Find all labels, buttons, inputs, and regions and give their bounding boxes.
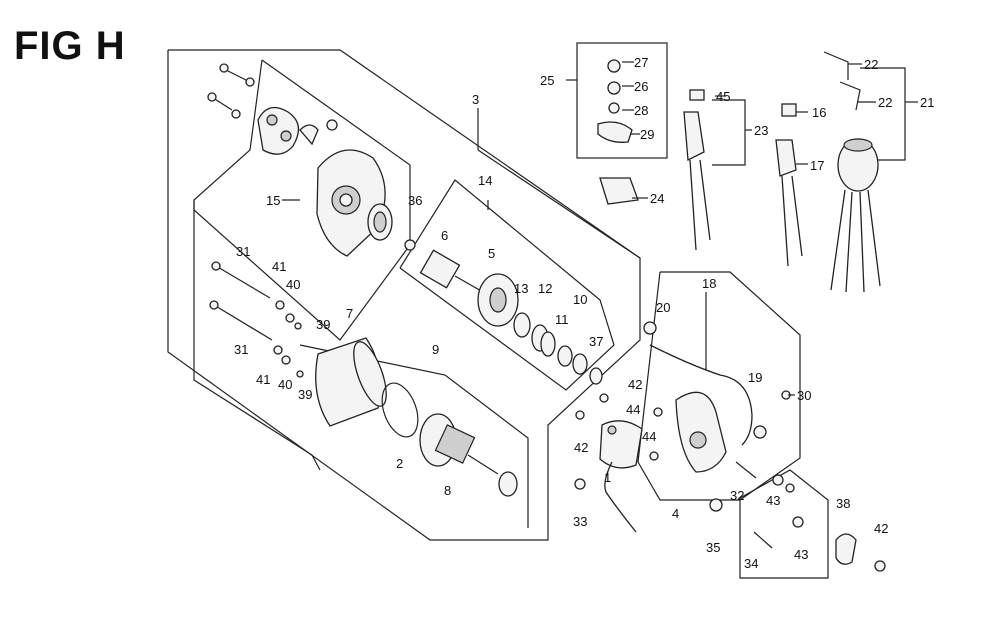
callout-38: 38 <box>836 496 850 511</box>
bolts-outline <box>739 469 829 579</box>
callout-5: 5 <box>488 246 495 261</box>
callout-28: 28 <box>634 103 648 118</box>
callout-4: 4 <box>672 506 679 521</box>
callout-31a: 31 <box>236 244 250 259</box>
callout-labels: 1 2 3 4 5 6 7 8 9 10 11 12 13 14 15 16 1… <box>234 55 934 571</box>
callout-20: 20 <box>656 300 670 315</box>
end-cover-screws <box>207 63 255 119</box>
callout-21: 21 <box>920 95 934 110</box>
solenoid-outline <box>637 271 801 501</box>
leader-lines <box>282 61 918 396</box>
callout-40a: 40 <box>286 277 300 292</box>
callout-12: 12 <box>538 281 552 296</box>
bracket-21 <box>860 67 906 161</box>
callout-18: 18 <box>702 276 716 291</box>
mount-bolts <box>735 461 804 549</box>
cover-38 <box>835 533 857 565</box>
callout-7: 7 <box>346 306 353 321</box>
callout-27: 27 <box>634 55 648 70</box>
callout-36: 36 <box>408 193 422 208</box>
callout-45: 45 <box>716 89 730 104</box>
callout-42a: 42 <box>628 377 642 392</box>
group-outlines <box>167 42 906 579</box>
harness-23 <box>683 89 711 251</box>
bolt-42 <box>874 560 886 572</box>
end-cover-outline <box>193 59 411 341</box>
callout-39b: 39 <box>298 387 312 402</box>
callout-44a: 44 <box>626 402 640 417</box>
callout-15: 15 <box>266 193 280 208</box>
callout-37: 37 <box>589 334 603 349</box>
callout-8: 8 <box>444 483 451 498</box>
callout-30: 30 <box>797 388 811 403</box>
callout-33: 33 <box>573 514 587 529</box>
callout-17: 17 <box>810 158 824 173</box>
callout-41b: 41 <box>256 372 270 387</box>
callout-9: 9 <box>432 342 439 357</box>
callout-43b: 43 <box>794 547 808 562</box>
through-bolts <box>209 261 304 378</box>
callout-34: 34 <box>744 556 758 571</box>
relay-parts <box>597 59 633 143</box>
motor-yoke <box>315 337 387 427</box>
pinion-gear <box>419 249 519 327</box>
callout-40b: 40 <box>278 377 292 392</box>
callout-44b: 44 <box>642 429 656 444</box>
relay-box-outline <box>576 42 668 159</box>
front-bracket <box>649 391 727 512</box>
callout-41a: 41 <box>272 259 286 274</box>
callout-2: 2 <box>396 456 403 471</box>
o-ring-2 <box>381 382 419 438</box>
solenoid-switch <box>574 393 663 533</box>
callout-11: 11 <box>555 312 569 327</box>
callout-22b: 22 <box>878 95 892 110</box>
terminal-19 <box>753 425 767 439</box>
harness-17 <box>775 103 803 267</box>
callout-14: 14 <box>478 173 492 188</box>
terminal-20 <box>643 321 657 335</box>
callout-32: 32 <box>730 488 744 503</box>
callout-26: 26 <box>634 79 648 94</box>
figure-title: FIG H <box>14 24 126 68</box>
callout-19: 19 <box>748 370 762 385</box>
callout-43a: 43 <box>766 493 780 508</box>
callout-25: 25 <box>540 73 554 88</box>
callout-31b: 31 <box>234 342 248 357</box>
starter-assembly-outline <box>167 49 641 541</box>
callout-10: 10 <box>573 292 587 307</box>
brush-holder <box>257 106 338 155</box>
end-cover <box>316 149 393 257</box>
callout-24: 24 <box>650 191 664 206</box>
gear-washers <box>513 312 603 385</box>
callout-42c: 42 <box>874 521 888 536</box>
leader-3b <box>477 149 641 259</box>
callout-22a: 22 <box>864 57 878 72</box>
bracket-15 <box>193 200 321 471</box>
callout-39a: 39 <box>316 317 330 332</box>
callout-1: 1 <box>604 470 611 485</box>
parts <box>207 51 886 572</box>
gear-subassembly-outline <box>399 179 615 391</box>
callout-35: 35 <box>706 540 720 555</box>
callout-6: 6 <box>441 228 448 243</box>
callout-29: 29 <box>640 127 654 142</box>
armature <box>419 413 518 497</box>
callout-13: 13 <box>514 281 528 296</box>
relay-24 <box>599 177 639 205</box>
washer-36 <box>404 239 416 251</box>
bracket-23 <box>712 99 746 166</box>
callout-16: 16 <box>812 105 826 120</box>
lead-wire <box>649 344 753 446</box>
callout-42b: 42 <box>574 440 588 455</box>
callout-23: 23 <box>754 123 768 138</box>
callout-3: 3 <box>472 92 479 107</box>
ignition-switch <box>823 51 881 293</box>
